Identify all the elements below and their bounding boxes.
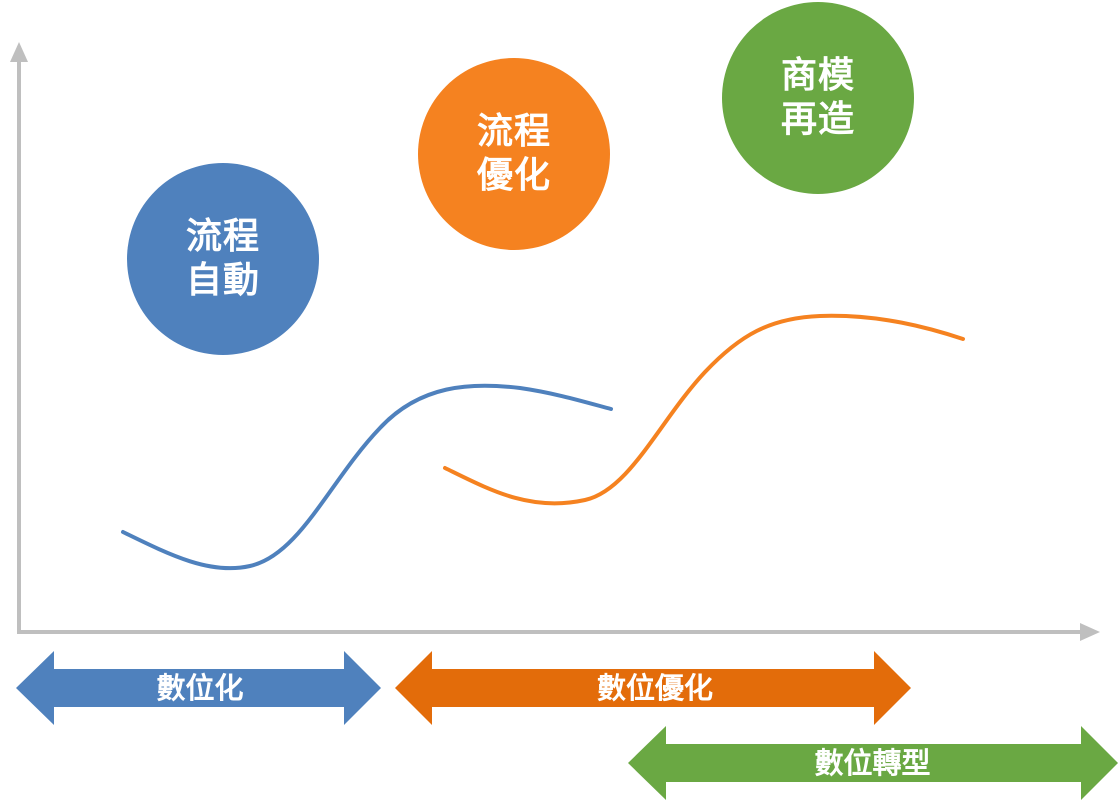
blue-s-curve (121, 383, 613, 571)
arrow-label-digitization: 數位化 (156, 671, 244, 705)
arrow-digital-optimization (395, 651, 911, 725)
circle-orange-line1: 流程 (476, 111, 551, 152)
y-axis-arrowhead (10, 42, 28, 62)
circle-process-optimization: 流程 優化 (418, 58, 610, 250)
arrow-digitization (16, 651, 381, 725)
circle-blue-line2: 自動 (185, 260, 260, 301)
arrow-label-digital-optimization: 數位優化 (596, 671, 713, 705)
circle-green-line2: 再造 (780, 99, 855, 140)
circle-business-model-reinvention: 商模 再造 (722, 2, 914, 194)
orange-s-curve (443, 313, 965, 506)
arrow-digital-transformation (628, 726, 1118, 800)
circle-blue-line1: 流程 (185, 216, 260, 257)
circle-green-line1: 商模 (780, 55, 855, 96)
circle-process-automation: 流程 自動 (127, 163, 319, 355)
x-axis-arrowhead (1080, 623, 1100, 641)
arrow-label-digital-transformation: 數位轉型 (814, 746, 931, 780)
circle-orange-line2: 優化 (476, 155, 551, 196)
